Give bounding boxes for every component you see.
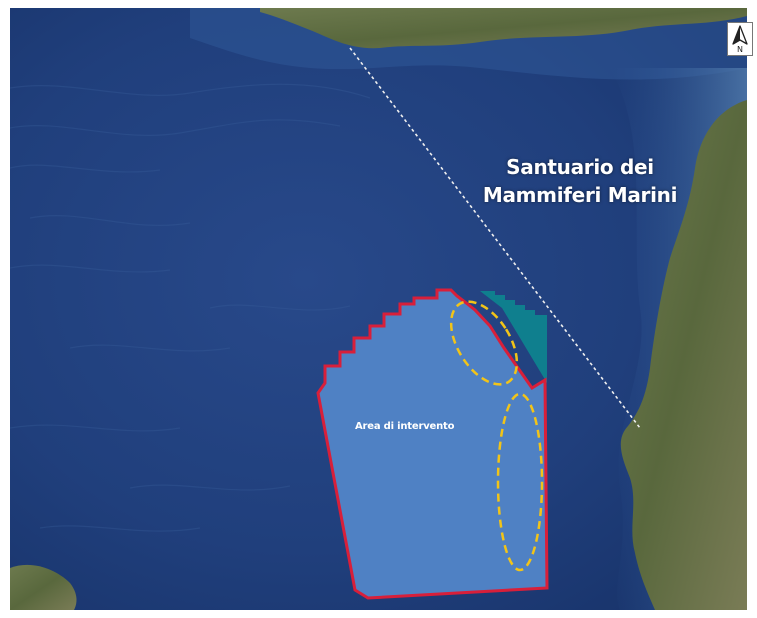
map-canvas[interactable] [10, 8, 747, 610]
seabed-relief [10, 83, 371, 532]
sanctuary-label-line1: Santuario dei [506, 155, 654, 179]
northern-coastline [260, 8, 747, 49]
southwest-island-land [10, 564, 77, 610]
southern-target-ellipse[interactable] [496, 392, 544, 572]
sanctuary-boundary-line [349, 47, 641, 429]
north-label: N [737, 45, 743, 54]
northern-target-ellipse[interactable] [438, 290, 531, 396]
intervention-area-label: Area di intervento [355, 421, 455, 432]
sanctuary-zone-overlap [480, 291, 547, 383]
sanctuary-label: Santuario dei Mammiferi Marini [460, 153, 700, 209]
eastern-island-land [620, 100, 747, 610]
satellite-map[interactable]: Santuario dei Mammiferi Marini Area di i… [10, 8, 747, 610]
north-arrow-glyph [732, 25, 748, 45]
intervention-area-polygon[interactable] [316, 288, 549, 600]
north-arrow-icon: N [727, 22, 753, 56]
sanctuary-label-line2: Mammiferi Marini [482, 183, 678, 207]
